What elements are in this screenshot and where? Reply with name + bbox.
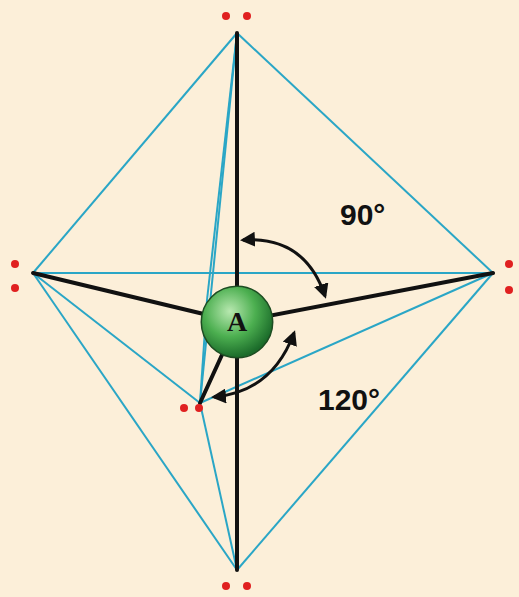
angle-label-box: 120°	[318, 385, 380, 415]
bond-lines	[33, 33, 493, 570]
lone-pair-dots	[11, 12, 513, 590]
central-atom: A	[199, 284, 275, 360]
angle-label: 90°	[340, 198, 385, 231]
angle-label: 120°	[318, 383, 380, 416]
sphere-outline	[201, 286, 272, 357]
atom-symbol: A	[227, 308, 247, 336]
polyhedron-edges	[33, 33, 493, 570]
angle-label-box: 90°	[340, 200, 385, 230]
